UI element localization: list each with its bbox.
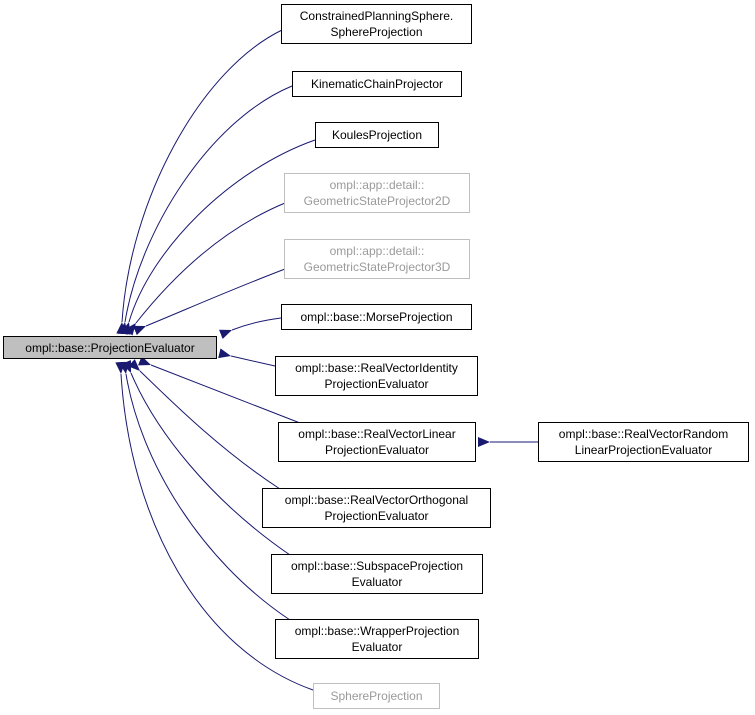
subclass-label-line1: ompl::base::RealVectorOrthogonal <box>284 493 469 507</box>
subclass-node-koules-projection[interactable]: KoulesProjection <box>315 122 439 148</box>
subclass-label-line2: Evaluator <box>351 640 403 654</box>
subclass-node-kinematic-chain-projector[interactable]: KinematicChainProjector <box>292 71 462 97</box>
subclass-label-line1: ompl::base::WrapperProjection <box>294 624 460 638</box>
grandchild-node-real-vector-random-linear-projection-evaluator[interactable]: ompl::base::RealVectorRandom LinearProje… <box>538 422 749 462</box>
subclass-label-line2: Evaluator <box>351 575 403 589</box>
edge-subspace-projection <box>121 360 291 556</box>
grandchild-label-line1: ompl::base::RealVectorRandom <box>558 427 729 441</box>
subclass-label-line1: ompl::app::detail:: <box>329 178 425 192</box>
subclass-node-morse-projection[interactable]: ompl::base::MorseProjection <box>281 304 472 330</box>
subclass-label-line1: ompl::base::RealVectorLinear <box>298 427 456 441</box>
subclass-label-line2: ProjectionEvaluator <box>324 443 430 457</box>
subclass-label-line2: ProjectionEvaluator <box>324 509 429 523</box>
base-class-label: ompl::base::ProjectionEvaluator <box>25 340 195 355</box>
subclass-label-line1: ompl::base::SubspaceProjection <box>290 559 464 573</box>
edge-geometric-state-projector-2d <box>124 202 286 336</box>
subclass-node-constrained-sphere-projection[interactable]: ConstrainedPlanningSphere. SphereProject… <box>281 4 472 44</box>
subclass-node-geometric-state-projector-3d[interactable]: ompl::app::detail:: GeometricStateProjec… <box>284 239 470 279</box>
subclass-node-sphere-projection[interactable]: SphereProjection <box>313 683 440 709</box>
edge-real-vector-orthogonal <box>127 359 281 490</box>
edge-real-vector-linear <box>138 356 301 424</box>
subclass-label-line1: ompl::app::detail:: <box>329 244 425 258</box>
subclass-label-line1: SphereProjection <box>330 689 423 703</box>
base-class-node: ompl::base::ProjectionEvaluator <box>3 336 217 359</box>
subclass-label-line1: KoulesProjection <box>331 128 423 142</box>
subclass-label-line1: ConstrainedPlanningSphere. <box>299 9 454 23</box>
edge-wrapper-projection <box>119 361 291 621</box>
subclass-node-real-vector-orthogonal-projection-evaluator[interactable]: ompl::base::RealVectorOrthogonal Project… <box>262 488 491 528</box>
subclass-label-line1: ompl::base::MorseProjection <box>300 310 453 324</box>
subclass-node-subspace-projection-evaluator[interactable]: ompl::base::SubspaceProjection Evaluator <box>271 554 483 594</box>
subclass-label-line2: GeometricStateProjector3D <box>303 260 451 274</box>
subclass-label-line2: ProjectionEvaluator <box>324 377 429 391</box>
grandchild-label-line2: LinearProjectionEvaluator <box>574 443 713 457</box>
edge-koules-projection <box>120 139 316 335</box>
subclass-node-real-vector-linear-projection-evaluator[interactable]: ompl::base::RealVectorLinear ProjectionE… <box>278 422 476 462</box>
subclass-label-line2: GeometricStateProjector2D <box>303 194 451 208</box>
subclass-node-wrapper-projection-evaluator[interactable]: ompl::base::WrapperProjection Evaluator <box>275 619 479 659</box>
edge-constrained-sphere-projection <box>116 29 283 335</box>
edge-sphere-projection <box>115 361 314 691</box>
edge-morse-projection <box>219 317 282 340</box>
edge-real-vector-identity <box>218 348 276 367</box>
edge-kinematic-chain-projector <box>118 85 293 335</box>
subclass-label-line1: KinematicChainProjector <box>310 77 444 91</box>
subclass-label-line2: SphereProjection <box>330 25 423 39</box>
edge-geometric-state-projector-3d <box>133 268 286 336</box>
subclass-label-line1: ompl::base::RealVectorIdentity <box>295 361 458 375</box>
subclass-node-geometric-state-projector-2d[interactable]: ompl::app::detail:: GeometricStateProjec… <box>284 173 470 213</box>
subclass-node-real-vector-identity-projection-evaluator[interactable]: ompl::base::RealVectorIdentity Projectio… <box>275 356 478 396</box>
